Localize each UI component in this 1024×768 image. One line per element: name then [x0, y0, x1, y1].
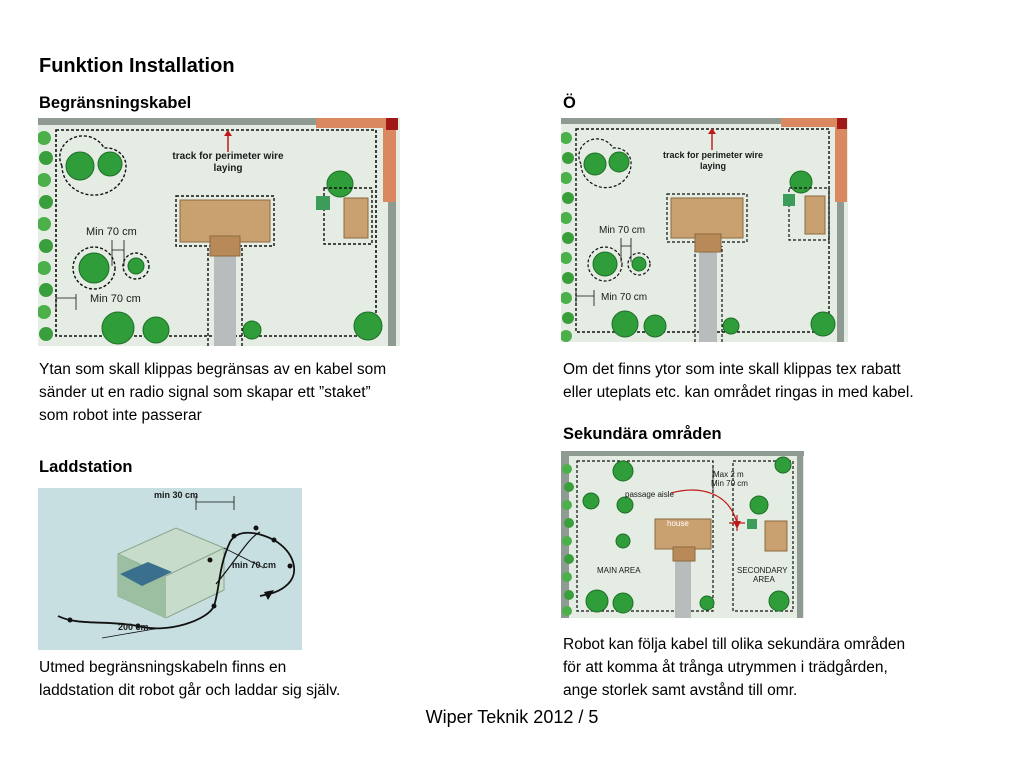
text-line: Om det finns ytor som inte skall klippas…: [563, 361, 901, 378]
dimension-min70: [223, 547, 265, 569]
label-min-distance-1: Min 70 cm: [86, 226, 137, 238]
footer: Wiper Teknik 2012 / 5: [0, 707, 1024, 728]
garden-wall-right: [797, 451, 803, 618]
label-min: Min 70 cm: [711, 479, 748, 488]
house: [654, 518, 712, 550]
label-area: AREA: [753, 575, 775, 584]
label-house: house: [667, 519, 689, 528]
brick-pillar: [837, 118, 847, 129]
arrow-icon: [264, 590, 274, 600]
passage-arrow: [670, 489, 738, 524]
house: [179, 199, 271, 243]
dimension-line-1: [111, 240, 125, 266]
label-passage: passage aisle: [625, 490, 674, 499]
garden-wall-right: [837, 202, 844, 342]
brick-wall: [781, 118, 839, 127]
bushes: [582, 456, 792, 614]
label-min-distance-1: Min 70 cm: [599, 225, 645, 236]
brick-wall: [316, 118, 388, 128]
text-line: för att komma åt trånga utrymmen i trädg…: [563, 659, 888, 676]
garden-wall: [561, 118, 783, 124]
label-min30: min 30 cm: [154, 490, 198, 500]
garden-path: [675, 559, 691, 618]
house-extension: [694, 233, 722, 253]
text-line: ange storlek samt avstånd till omr.: [563, 682, 798, 699]
paragraph-secondary: Robot kan följa kabel till olika sekundä…: [563, 633, 1013, 702]
paragraph-charging: Utmed begränsningskabeln finns en laddst…: [39, 656, 479, 702]
wire-branch: [215, 531, 261, 585]
label-secondary: SECONDARY: [737, 566, 788, 575]
garden-path: [699, 244, 717, 342]
house: [670, 197, 744, 239]
charging-station-icon: [316, 196, 330, 210]
bushes: [59, 135, 383, 345]
arrow-head: [224, 130, 232, 136]
label-laying: laying: [214, 163, 243, 174]
label-main-area: MAIN AREA: [597, 566, 641, 575]
main-area-wire: [576, 460, 714, 612]
hedge-left: [562, 464, 574, 616]
shed-wire: [323, 187, 373, 245]
label-min70: min 70 cm: [232, 560, 276, 570]
text-line: som robot inte passerar: [39, 407, 202, 424]
house-extension: [209, 235, 241, 257]
garden-wall: [38, 118, 318, 125]
section-heading-boundary-wire: Begränsningskabel: [39, 94, 192, 112]
garden-wall-top: [561, 451, 804, 456]
page-title: Funktion Installation: [39, 55, 235, 77]
paragraph-boundary-wire: Ytan som skall klippas begränsas av en k…: [39, 358, 479, 427]
label-min-distance-2: Min 70 cm: [601, 292, 647, 303]
dimension-line-1: [620, 238, 632, 262]
shed: [764, 520, 788, 552]
charging-plate: [120, 562, 172, 586]
section-heading-island: Ö: [563, 94, 576, 112]
brick-pillar: [386, 118, 398, 130]
house-extension: [672, 546, 696, 562]
shed-wire: [788, 187, 830, 241]
shed: [804, 195, 826, 235]
label-min-distance-2: Min 70 cm: [90, 293, 141, 305]
text-line: laddstation dit robot går och laddar sig…: [39, 682, 341, 699]
charging-station-figure: min 30 cm min 70 cm 200 cm: [38, 488, 302, 650]
wire-pegs: [67, 525, 293, 629]
garden-plan-island-figure: track for perimeter wire laying Min 70 c…: [561, 118, 848, 342]
label-laying: laying: [700, 161, 726, 171]
dimension-200: [101, 627, 161, 639]
text-line: sänder ut en radio signal som skapar ett…: [39, 384, 371, 401]
section-heading-secondary: Sekundära områden: [563, 425, 722, 443]
footer-text: Wiper Teknik 2012 / 5: [425, 707, 599, 727]
text-line: eller uteplats etc. kan området ringas i…: [563, 384, 914, 401]
charging-station-icon: [747, 519, 757, 529]
label-track: track for perimeter wire: [172, 151, 284, 162]
garden-wall-right: [388, 202, 396, 346]
text-line: Ytan som skall klippas begränsas av en k…: [39, 361, 387, 378]
section-heading-charging: Laddstation: [39, 458, 133, 476]
dimension-mark: [729, 515, 745, 531]
brick-wall-corner: [835, 118, 847, 202]
secondary-area-wire: [732, 460, 794, 612]
garden-wall-left: [561, 451, 569, 618]
label-max: Max 2 m: [713, 470, 744, 479]
label-track: track for perimeter wire: [663, 150, 763, 160]
shed: [343, 197, 369, 239]
garden-path: [214, 246, 236, 346]
secondary-area-figure: Max 2 m Min 70 cm passage aisle house MA…: [561, 451, 804, 618]
text-line: Robot kan följa kabel till olika sekundä…: [563, 636, 906, 653]
dimension-line-2: [575, 290, 595, 306]
paragraph-island: Om det finns ytor som inte skall klippas…: [563, 358, 1013, 404]
hedge-left: [38, 131, 53, 341]
dimension-min30: [195, 496, 235, 510]
charging-station-icon: [783, 194, 795, 206]
brick-wall-corner: [383, 118, 396, 202]
label-200: 200 cm: [118, 622, 149, 632]
arrow-head: [708, 128, 716, 134]
hedge-left: [561, 132, 574, 342]
garden-plan-boundary-figure: track for perimeter wire laying Min 70 c…: [38, 118, 400, 346]
dimension-line-2: [55, 294, 77, 310]
text-line: Utmed begränsningskabeln finns en: [39, 659, 287, 676]
